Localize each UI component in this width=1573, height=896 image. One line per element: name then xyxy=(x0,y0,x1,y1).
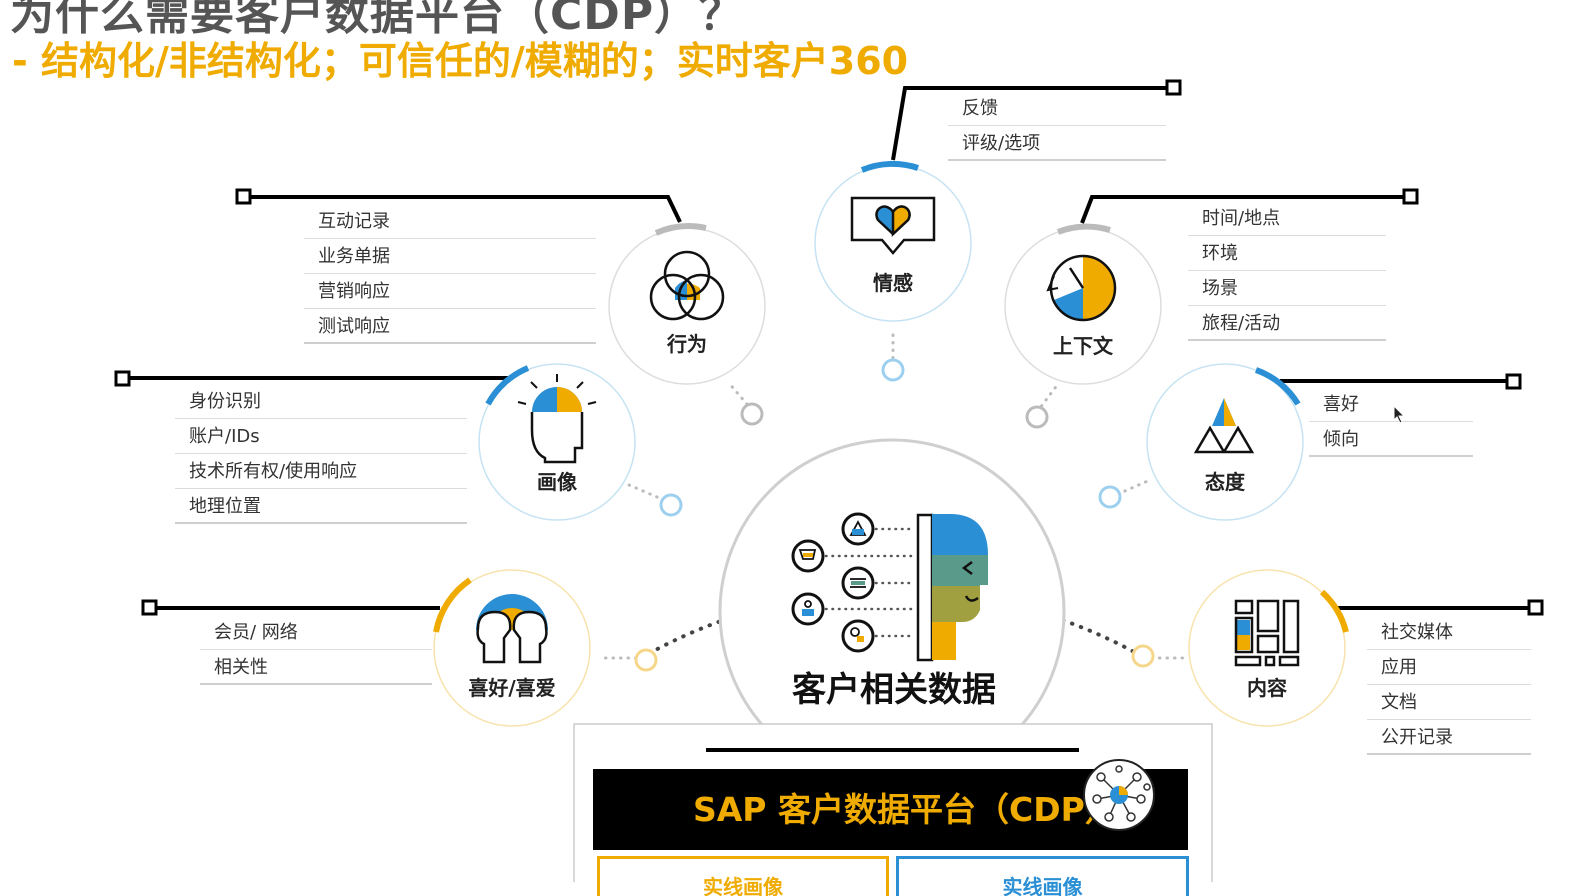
arc-node-attitude xyxy=(1098,485,1122,509)
list-item: 社交媒体 xyxy=(1367,615,1531,650)
list-item: 反馈 xyxy=(948,91,1166,126)
cdp-banner: SAP 客户数据平台（CDP） xyxy=(593,759,1188,850)
arc-node-profile xyxy=(659,493,683,517)
list-item: 旅程/活动 xyxy=(1188,306,1386,341)
end-markers xyxy=(114,79,1544,616)
page-subtitle: - 结构化/非结构化；可信任的/模糊的；实时客户360 xyxy=(12,39,909,83)
attitude-list: 喜好 倾向 xyxy=(1309,387,1473,457)
list-item: 互动记录 xyxy=(304,204,596,239)
context-label: 上下文 xyxy=(1053,334,1113,358)
list-item: 倾向 xyxy=(1309,422,1473,457)
profile-tab-right[interactable]: 实线画像 xyxy=(896,856,1189,896)
list-item: 技术所有权/使用响应 xyxy=(175,454,467,489)
profile-label: 画像 xyxy=(537,470,577,494)
list-item: 身份识别 xyxy=(175,384,467,419)
arc-node-context xyxy=(1025,405,1049,429)
preference-label: 喜好/喜爱 xyxy=(468,676,556,700)
list-item: 应用 xyxy=(1367,650,1531,685)
data-source-glyphs xyxy=(798,520,867,642)
arc-node-behavior xyxy=(740,402,764,426)
list-item: 账户/IDs xyxy=(175,419,467,454)
list-item: 环境 xyxy=(1188,236,1386,271)
accent-arcs xyxy=(433,160,1349,633)
page-title: 为什么需要客户数据平台（CDP）？ xyxy=(10,0,745,40)
customer-head-icon xyxy=(916,513,988,662)
attitude-label: 态度 xyxy=(1205,470,1245,494)
content-list: 社交媒体 应用 文档 公开记录 xyxy=(1367,615,1531,755)
emotion-label: 情感 xyxy=(873,271,913,295)
two-heads-icon xyxy=(476,594,548,664)
list-item: 业务单据 xyxy=(304,239,596,274)
list-item: 文档 xyxy=(1367,685,1531,720)
dotted-arc xyxy=(639,589,1147,660)
leader-lines xyxy=(122,86,1535,610)
heart-bubble-icon xyxy=(850,196,936,255)
arc-node-preference xyxy=(634,648,658,672)
list-item: 时间/地点 xyxy=(1188,201,1386,236)
venn-icon xyxy=(649,250,725,321)
profile-tab-right-label: 实线画像 xyxy=(1002,875,1083,896)
triangles-icon xyxy=(1193,398,1255,454)
head-idea-icon xyxy=(517,374,597,464)
clock-icon xyxy=(1046,254,1117,322)
mouse-cursor-icon xyxy=(1393,405,1406,424)
profile-list: 身份识别 账户/IDs 技术所有权/使用响应 地理位置 xyxy=(175,384,467,524)
network-icon xyxy=(1083,759,1155,831)
list-item: 相关性 xyxy=(200,650,432,685)
cdp-title: SAP 客户数据平台（CDP） xyxy=(693,790,1118,829)
preference-list: 会员/ 网络 相关性 xyxy=(200,615,432,685)
arc-node-content xyxy=(1131,644,1155,668)
list-item: 营销响应 xyxy=(304,274,596,309)
list-item: 测试响应 xyxy=(304,309,596,344)
arc-node-emotion xyxy=(881,358,905,382)
behavior-list: 互动记录 业务单据 营销响应 测试响应 xyxy=(304,204,596,344)
data-flow-dots xyxy=(824,527,916,638)
list-item: 会员/ 网络 xyxy=(200,615,432,650)
profile-tab-left[interactable]: 实线画像 xyxy=(597,856,889,896)
center-label: 客户相关数据 xyxy=(792,670,996,710)
list-item: 喜好 xyxy=(1309,387,1473,422)
context-list: 时间/地点 环境 场景 旅程/活动 xyxy=(1188,201,1386,341)
list-item: 地理位置 xyxy=(175,489,467,524)
list-item: 公开记录 xyxy=(1367,720,1531,755)
emotion-list: 反馈 评级/选项 xyxy=(948,91,1166,161)
list-item: 评级/选项 xyxy=(948,126,1166,161)
profile-tab-left-label: 实线画像 xyxy=(703,875,783,896)
content-label: 内容 xyxy=(1247,676,1287,700)
list-item: 场景 xyxy=(1188,271,1386,306)
behavior-label: 行为 xyxy=(667,332,707,356)
content-blocks-icon xyxy=(1234,599,1300,667)
